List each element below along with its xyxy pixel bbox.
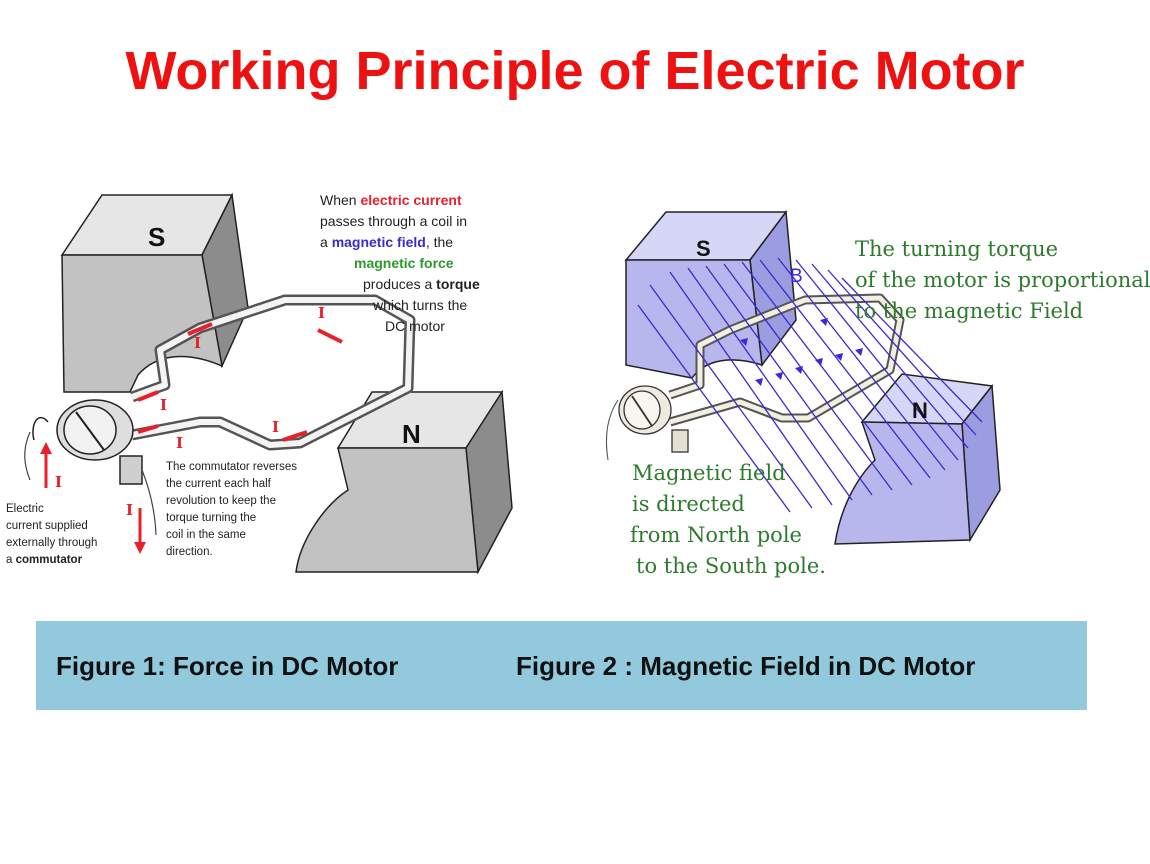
north-pole-label: N: [402, 419, 421, 449]
armature-coil: [668, 293, 905, 427]
current-label-5: I: [272, 418, 279, 436]
svg-text:current supplied: current supplied: [6, 520, 88, 532]
svg-text:is directed: is directed: [632, 492, 745, 516]
commutator: [24, 399, 157, 536]
north-pole-magnet: [834, 373, 1001, 545]
svg-text:Magnetic field: Magnetic field: [632, 461, 786, 485]
current-label-3: I: [160, 396, 167, 414]
south-pole-magnet: [624, 209, 797, 379]
svg-text:of the motor is proportional: of the motor is proportional: [855, 268, 1150, 292]
current-label-1: I: [194, 334, 201, 352]
svg-text:a commutator: a commutator: [6, 554, 83, 566]
north-pole-magnet: [295, 389, 513, 575]
supply-note: Electric current supplied externally thr…: [6, 503, 97, 566]
south-pole-label: S: [696, 236, 711, 261]
svg-text:magnetic force: magnetic force: [354, 255, 454, 271]
svg-text:produces a torque: produces a torque: [363, 276, 480, 292]
svg-text:a magnetic field, the: a magnetic field, the: [320, 234, 453, 250]
svg-text:the current each half: the current each half: [166, 478, 272, 490]
slide-title: Working Principle of Electric Motor: [125, 41, 1025, 101]
armature-coil: [130, 294, 416, 451]
figure1-caption: Figure 1: Force in DC Motor: [56, 651, 399, 681]
figure1-force-diagram: I I I I I I I S N When electric current …: [6, 192, 513, 575]
svg-text:The turning torque: The turning torque: [855, 237, 1058, 261]
svg-text:direction.: direction.: [166, 546, 213, 558]
south-pole-label: S: [148, 222, 165, 252]
commutator-note: The commutator reverses the current each…: [166, 461, 297, 558]
supply-current-arrows: [40, 442, 146, 554]
current-direction-arrows: [137, 322, 343, 442]
svg-text:to the magnetic Field: to the magnetic Field: [855, 299, 1083, 323]
field-direction-arrowheads: [740, 318, 863, 386]
svg-text:revolution to keep the: revolution to keep the: [166, 495, 276, 507]
current-label-7: I: [126, 501, 133, 519]
svg-text:passes through a coil in: passes through a coil in: [320, 213, 467, 229]
svg-text:The commutator reverses: The commutator reverses: [166, 461, 297, 473]
svg-text:torque turning the: torque turning the: [166, 512, 256, 524]
south-pole-magnet: [60, 192, 249, 393]
figure2-caption: Figure 2 : Magnetic Field in DC Motor: [516, 651, 976, 681]
svg-text:which turns the: which turns the: [372, 297, 467, 313]
svg-text:from North pole: from North pole: [630, 523, 802, 547]
north-pole-label: N: [912, 398, 928, 423]
svg-text:When electric current: When electric current: [320, 192, 462, 208]
svg-text:coil in the same: coil in the same: [166, 529, 246, 541]
force-explanation-text: When electric current passes through a c…: [320, 192, 480, 334]
torque-note: The turning torque of the motor is propo…: [855, 237, 1150, 323]
caption-bar: Figure 1: Force in DC Motor Figure 2 : M…: [36, 621, 1087, 710]
current-label-4: I: [176, 434, 183, 452]
svg-text:DC motor: DC motor: [385, 318, 445, 334]
magnetic-field-lines: [637, 257, 983, 513]
svg-text:Electric: Electric: [6, 503, 44, 515]
current-label-2: I: [318, 304, 325, 322]
field-b-label: B: [790, 266, 803, 287]
field-direction-note: Magnetic field is directed from North po…: [630, 461, 826, 578]
current-label-6: I: [55, 473, 62, 491]
svg-text:externally through: externally through: [6, 537, 97, 549]
svg-text:to the South pole.: to the South pole.: [636, 554, 826, 578]
commutator: [605, 385, 689, 461]
figure2-magnetic-field-diagram: S N B The turning torque of the motor is…: [605, 209, 1150, 578]
